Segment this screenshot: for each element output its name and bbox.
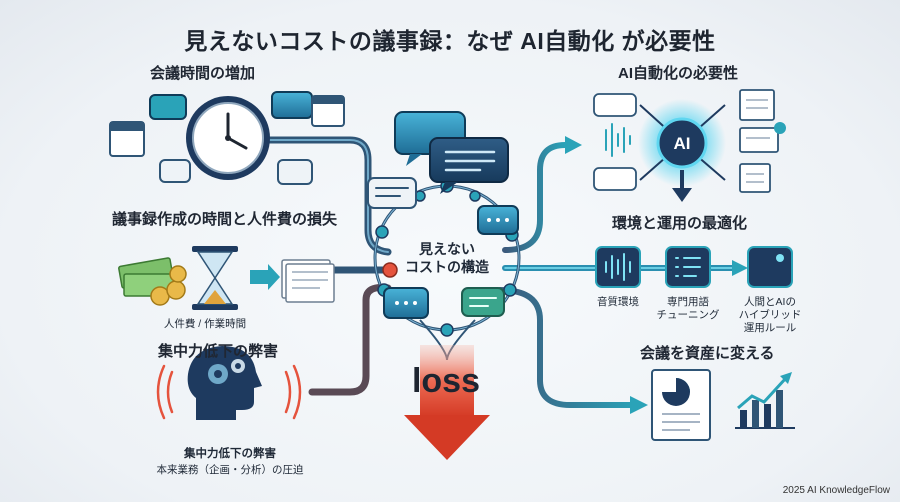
- opt-item-sound: 音質環境: [597, 296, 639, 308]
- opt-item-hybrid-line3: 運用ルール: [743, 322, 797, 334]
- optimization-heading: 環境と運用の最適化: [612, 215, 748, 232]
- arrowhead-to-ai: [565, 136, 582, 154]
- concentration-heading: 集中力低下の弊害: [158, 343, 279, 360]
- meeting-time-heading: 会議時間の増加: [150, 65, 256, 82]
- head-gears-icon: [187, 346, 262, 420]
- human-ai-icon: [747, 246, 793, 288]
- ai-core-illustration: [593, 89, 786, 202]
- asset-illustration: [651, 369, 795, 441]
- minutes-cost-heading: 議事録作成の時間と人件費の損失: [112, 211, 338, 228]
- concentration-caption-title: 集中力低下の弊害: [184, 448, 276, 460]
- loss-label: loss: [411, 362, 481, 400]
- hub-label-line1: 見えない: [419, 241, 475, 257]
- hub-label-line2: コストの構造: [405, 259, 489, 275]
- ai-badge-label: AI: [674, 134, 691, 153]
- central-chat-bubbles: [367, 111, 519, 319]
- opt-item-terms-line1: 専門用語: [667, 296, 709, 308]
- opt-item-hybrid-line1: 人間とAIの: [744, 296, 796, 308]
- growth-chart-icon: [735, 372, 795, 429]
- document-stack-icon: [281, 259, 335, 303]
- footer-credit: 2025 AI KnowledgeFlow: [782, 485, 890, 496]
- concentration-illustration: [156, 346, 302, 420]
- arrowhead-to-hybrid: [732, 260, 748, 276]
- concentration-caption-detail: 本来業務（企画・分析）の圧迫: [156, 464, 304, 476]
- hourglass-icon: [192, 246, 238, 310]
- minutes-cost-caption: 人件費 / 作業時間: [163, 318, 247, 330]
- ai-need-heading: AI自動化の必要性: [618, 65, 739, 82]
- opt-item-terms-line2: チューニング: [656, 309, 720, 321]
- loss-arrow: [404, 345, 490, 460]
- minutes-cost-illustration: [118, 246, 335, 310]
- loss-node: [382, 262, 398, 278]
- clock-icon: [186, 96, 270, 180]
- optimization-icons: [595, 246, 793, 288]
- money-stack-icon: [118, 257, 187, 306]
- asset-heading: 会議を資産に変える: [640, 345, 775, 362]
- meeting-time-illustration: [109, 91, 345, 185]
- page-title: 見えないコストの議事録：なぜ AI自動化 が必要性: [184, 28, 716, 54]
- opt-item-hybrid-line2: ハイブリッド: [738, 309, 802, 321]
- arrowhead-to-asset: [630, 396, 648, 414]
